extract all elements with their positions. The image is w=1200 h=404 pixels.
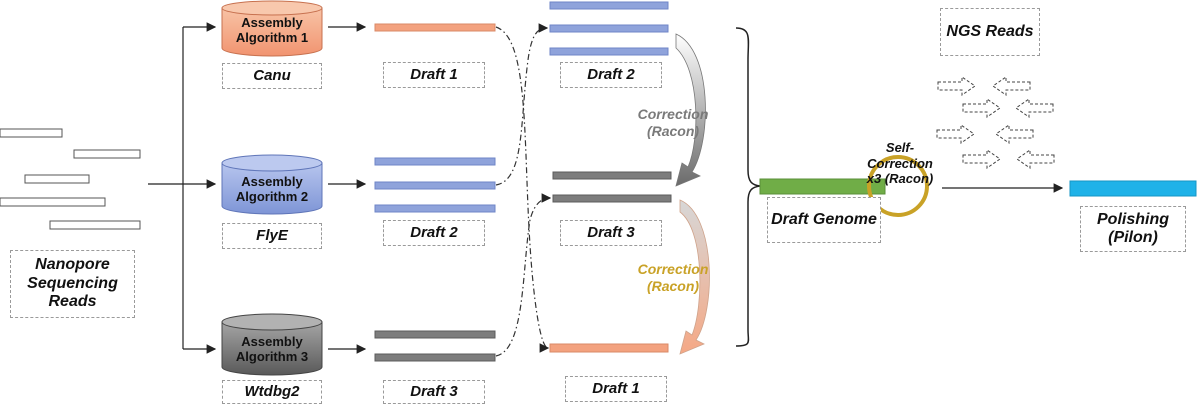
reorder-connectors: [495, 23, 552, 357]
read-fragment: [0, 197, 106, 207]
read-fragment: [0, 128, 63, 138]
draft-bar-wtdbg2: [552, 171, 672, 180]
branch-arrows: [148, 22, 217, 354]
draft-bar-flye: [549, 47, 669, 56]
correction-arrow-2: [679, 199, 710, 355]
draft-genome-bar: [759, 178, 886, 195]
ngs-reads-label: NGS Reads: [940, 8, 1040, 56]
assembler-name-2: Assembly Algorithm 2: [235, 174, 309, 204]
polishing-label: Polishing (Pilon): [1080, 206, 1186, 252]
tool-label-flye: FlyE: [222, 223, 322, 249]
draft-bar-flye: [549, 24, 669, 33]
tool-label-wtdbg2: Wtdbg2: [222, 380, 322, 404]
draft-label-right-2: Draft 3: [560, 220, 662, 246]
draft-label-right-3: Draft 1: [565, 376, 667, 402]
merge-bracket: [735, 27, 761, 347]
draft-bars-right: [549, 1, 672, 353]
assembler-name-1: Assembly Algorithm 1: [235, 15, 309, 45]
draft-bar-flye: [374, 157, 496, 166]
ngs-read-left: [1015, 98, 1054, 118]
draft-label-right-1: Draft 2: [560, 62, 662, 88]
correction-text-2: Correction (Racon): [637, 261, 709, 294]
draft-label-left-1: Draft 1: [383, 62, 485, 88]
correction-text-1: Correction (Racon): [637, 106, 709, 139]
ngs-read-arrows: [936, 76, 1055, 169]
nanopore-reads: [0, 128, 141, 230]
draft-bar-flye: [549, 1, 669, 10]
draft-bar-wtdbg2: [374, 353, 496, 362]
draft-bars-left: [374, 23, 496, 362]
ngs-read-left: [992, 76, 1031, 96]
nanopore-reads-label: Nanopore Sequencing Reads: [10, 250, 135, 318]
assembler-output-arrows: [328, 22, 367, 354]
self-correction-text: Self- Correction x3 (Racon): [866, 140, 934, 187]
self-correction-ring: [867, 155, 929, 217]
draft-bar-wtdbg2: [552, 194, 672, 203]
polished-genome-bar: [1069, 180, 1197, 197]
draft-bar-canu: [549, 343, 669, 353]
ngs-read-right: [962, 149, 1001, 169]
tool-label-canu: Canu: [222, 63, 322, 89]
draft-label-left-3: Draft 3: [383, 380, 485, 404]
ngs-read-left: [995, 124, 1034, 144]
ngs-read-right: [937, 76, 976, 96]
assembler-cylinder-3: [221, 313, 323, 376]
assembler-cylinder-1: [221, 0, 323, 57]
draft-bar-wtdbg2: [374, 330, 496, 339]
assembler-name-3: Assembly Algorithm 3: [235, 334, 309, 364]
draft-bar-canu: [374, 23, 496, 32]
draft-label-left-2: Draft 2: [383, 220, 485, 246]
ngs-read-left: [1016, 149, 1055, 169]
read-fragment: [24, 174, 90, 184]
draft-genome-label: Draft Genome: [767, 197, 881, 243]
ngs-read-right: [936, 124, 975, 144]
read-fragment: [49, 220, 141, 230]
draft-bar-flye: [374, 204, 496, 213]
correction-arrow-1: [675, 33, 706, 187]
read-fragment: [73, 149, 141, 159]
ngs-read-right: [962, 98, 1001, 118]
draft-bar-flye: [374, 181, 496, 190]
assembler-cylinder-2: [221, 154, 323, 215]
